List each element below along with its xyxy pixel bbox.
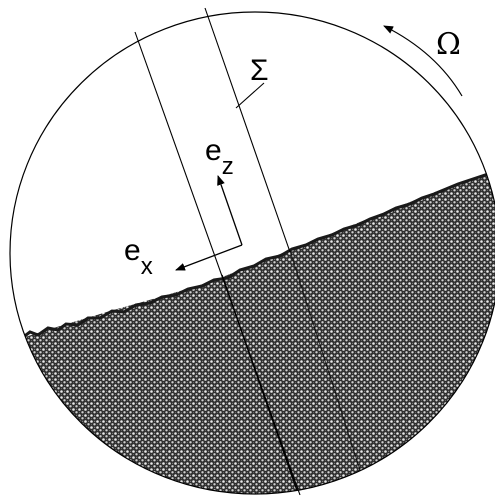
strip-right-boundary xyxy=(204,7,291,253)
ez-sub: z xyxy=(222,153,234,180)
granular-surface-rough xyxy=(21,170,495,340)
ex-base: e xyxy=(124,234,141,267)
omega-label: Ω xyxy=(436,27,461,62)
strip-right-boundary-lower xyxy=(289,251,361,471)
granular-material xyxy=(10,170,495,494)
ex-sub: x xyxy=(141,253,153,280)
ez-axis-vertical xyxy=(217,175,243,246)
strip-left-boundary xyxy=(134,31,301,496)
curved-arrow-icon xyxy=(383,25,463,97)
ez-base: e xyxy=(205,134,222,167)
granular-bed xyxy=(10,170,495,494)
ex-label: ex xyxy=(124,234,153,280)
ez-label: ez xyxy=(205,134,234,180)
ex-axis-arrow-icon xyxy=(175,244,243,271)
sigma-pointer-line xyxy=(235,82,265,109)
sigma-label: Σ xyxy=(250,54,269,87)
drum-outline xyxy=(9,11,495,495)
